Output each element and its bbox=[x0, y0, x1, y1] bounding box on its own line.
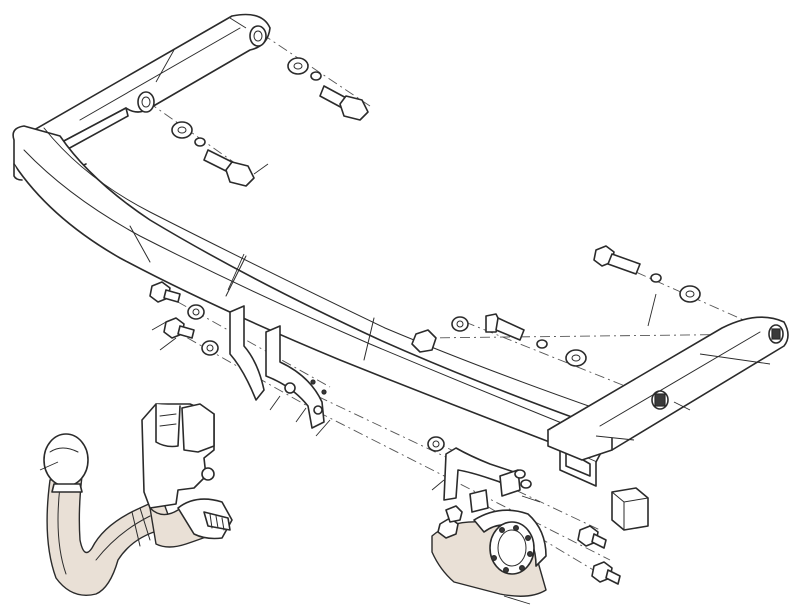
right-fasteners bbox=[411, 245, 701, 367]
ball-mount-plates bbox=[229, 305, 327, 429]
tow-ball bbox=[39, 433, 89, 493]
part-leader-lines bbox=[151, 17, 771, 503]
socket-mount-bracket bbox=[427, 436, 532, 513]
tow-ball-neck bbox=[46, 475, 171, 596]
lock-housing bbox=[141, 403, 233, 548]
electrical-socket-plate bbox=[431, 505, 547, 605]
top-left-fasteners bbox=[171, 57, 369, 187]
crossbar bbox=[12, 125, 613, 487]
right-bracket-arm bbox=[547, 316, 789, 461]
left-small-bolts bbox=[149, 281, 219, 356]
lower-right-fasteners bbox=[577, 487, 649, 585]
